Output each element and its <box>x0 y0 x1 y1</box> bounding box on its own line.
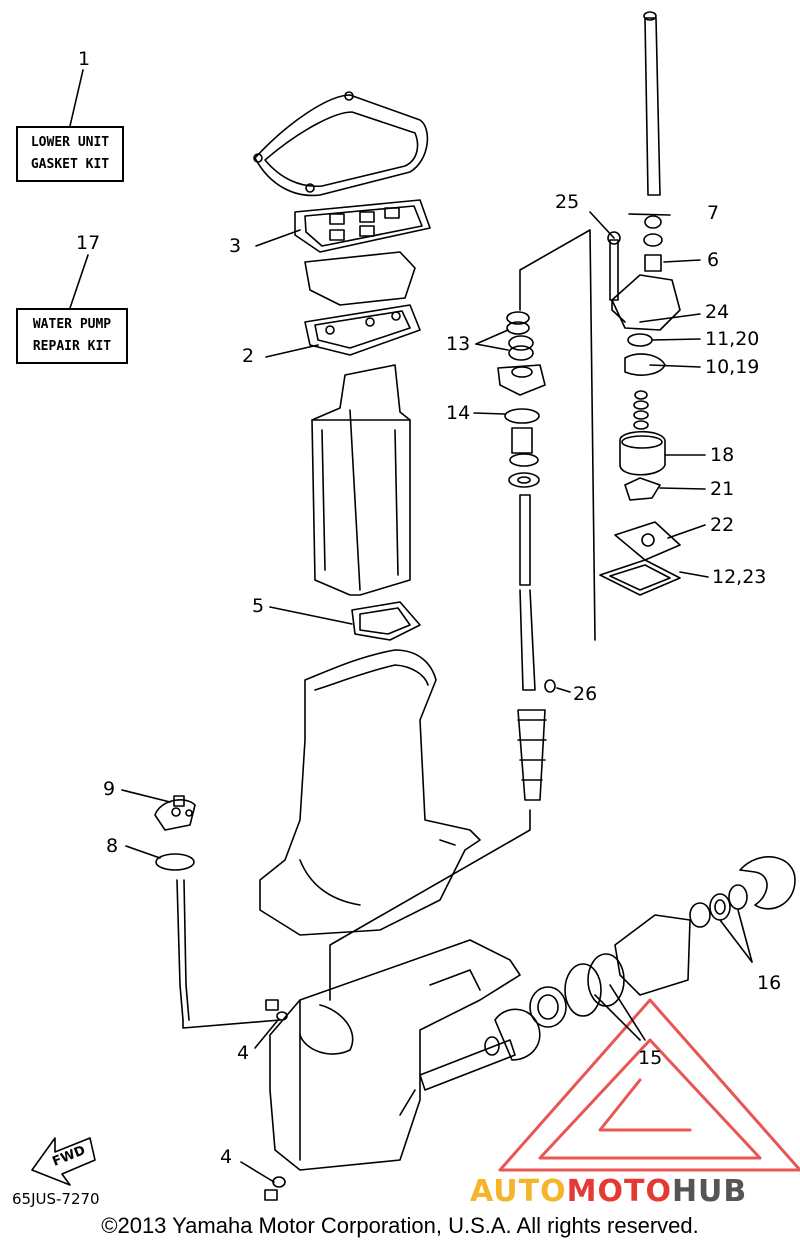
gasket-2 <box>304 304 421 356</box>
part-code: 65JUS-7270 <box>12 1190 100 1208</box>
gasket-3 <box>294 199 431 253</box>
water-pump <box>599 215 681 596</box>
upper-casing <box>311 364 411 596</box>
copyright-notice: ©2013 Yamaha Motor Corporation, U.S.A. A… <box>101 1213 699 1238</box>
fwd-arrow-icon <box>31 1137 96 1186</box>
callout-2: 2 <box>242 345 255 367</box>
watermark-moto: MOTO <box>566 1174 672 1209</box>
bearing-13 <box>497 311 546 488</box>
kit-1-line2: GASKET KIT <box>30 157 110 172</box>
gasket-5 <box>351 601 421 641</box>
callout-8: 8 <box>106 835 119 857</box>
gearcase <box>269 939 521 1171</box>
callout-11-20: 11,20 <box>705 328 760 350</box>
top-cover <box>253 91 429 197</box>
callout-7: 7 <box>707 202 720 224</box>
watermark-hub: HUB <box>671 1174 748 1209</box>
drain-screw <box>264 999 288 1201</box>
callout-9: 9 <box>103 778 116 800</box>
callout-3: 3 <box>229 235 242 257</box>
callout-12-23: 12,23 <box>712 566 767 588</box>
callout-6: 6 <box>707 249 720 271</box>
water-pump-repair-kit-box: WATER PUMP REPAIR KIT <box>16 308 128 364</box>
kit-17-line2: REPAIR KIT <box>32 339 112 354</box>
drive-shaft <box>517 494 547 801</box>
watermark-text: AUTOMOTOHUB <box>470 1174 747 1209</box>
callout-26: 26 <box>573 683 598 705</box>
callout-18: 18 <box>710 444 735 466</box>
watermark-logo <box>498 998 800 1172</box>
lower-unit-gasket-kit-box: LOWER UNIT GASKET KIT <box>16 126 124 182</box>
callout-4-lower: 4 <box>220 1146 233 1168</box>
pin-26 <box>544 679 556 693</box>
kit-17-line1: WATER PUMP <box>32 317 112 332</box>
kit-1-line1: LOWER UNIT <box>30 135 110 150</box>
callout-16: 16 <box>757 972 782 994</box>
callout-10-19: 10,19 <box>705 356 760 378</box>
callout-4-upper: 4 <box>237 1042 250 1064</box>
callout-14: 14 <box>446 402 471 424</box>
callout-21: 21 <box>710 478 735 500</box>
kit-17-number: 17 <box>76 232 101 254</box>
callout-5: 5 <box>252 595 265 617</box>
watermark-auto: AUTO <box>470 1174 567 1209</box>
callout-24: 24 <box>705 301 730 323</box>
propeller-shaft-assembly <box>419 856 796 1091</box>
callout-15: 15 <box>638 1047 663 1069</box>
kit-1-number: 1 <box>78 48 91 70</box>
water-tube <box>643 11 661 196</box>
callout-13: 13 <box>446 333 471 355</box>
callout-22: 22 <box>710 514 735 536</box>
callout-25: 25 <box>555 191 580 213</box>
exhaust-housing <box>259 649 481 936</box>
shift-rod <box>154 795 196 1021</box>
